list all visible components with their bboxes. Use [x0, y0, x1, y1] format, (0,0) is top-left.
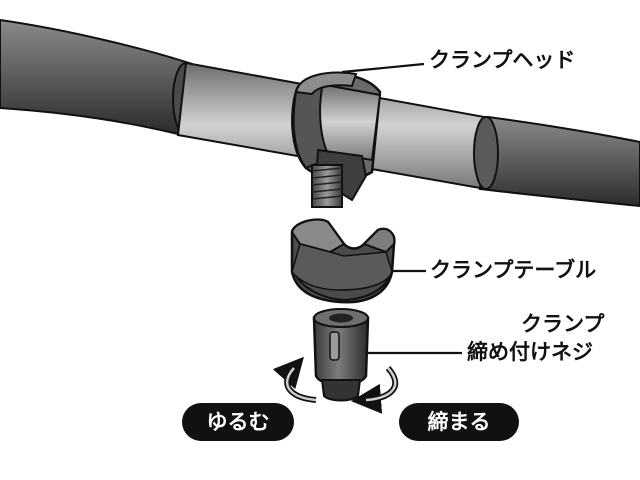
clamp-head-label: クランプヘッド: [429, 48, 576, 72]
clamp-screw-label-line1: クランプ: [521, 312, 605, 336]
clamp-screw: [312, 316, 370, 387]
tighten-badge: 締まる: [399, 403, 519, 441]
loosen-badge: ゆるむ: [182, 403, 294, 441]
clamp-screw-label-line2: 締め付けネジ: [467, 340, 593, 364]
clamp-table-label: クランプテーブル: [430, 258, 597, 282]
right-grip: [478, 115, 640, 208]
clamp-head-thread: [311, 164, 343, 208]
right-grip-end: [473, 116, 499, 190]
leader-clamp-head: [341, 62, 425, 74]
left-grip: [0, 18, 194, 136]
